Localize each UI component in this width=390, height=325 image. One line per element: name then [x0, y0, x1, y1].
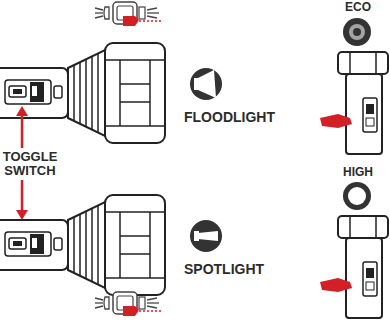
- eco-torch: [320, 52, 388, 154]
- part-label: FLOODLIGHT: [184, 110, 284, 125]
- rotate-icon: [95, 2, 163, 26]
- eco-icon: [343, 18, 371, 46]
- rotate-icon: [95, 292, 163, 316]
- part-label: HIGH: [330, 166, 386, 179]
- part-label: ECO: [330, 1, 386, 14]
- high-icon: [343, 182, 371, 210]
- part-label: TOGGLE SWITCH: [0, 150, 60, 177]
- part-label: SPOTLIGHT: [184, 262, 284, 277]
- spot-beam-icon: [190, 220, 222, 252]
- high-torch: [320, 216, 388, 318]
- flood-beam-icon: [190, 68, 222, 100]
- floodlight-torch: [0, 43, 165, 143]
- spotlight-torch: [0, 195, 165, 295]
